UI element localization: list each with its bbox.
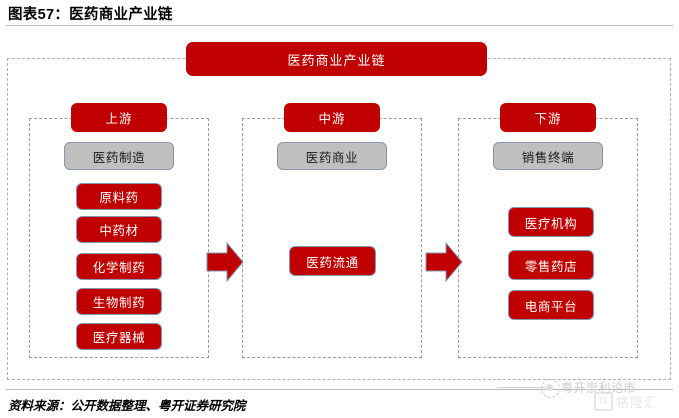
- node-medical-devices: 医疗器械: [76, 323, 162, 350]
- arrow-right-icon: [206, 241, 244, 283]
- node-sales-terminal: 销售终端: [493, 142, 603, 170]
- footer-divider: [6, 389, 673, 390]
- node-pharma-distribution: 医药流通: [289, 246, 376, 276]
- title-divider: [6, 25, 673, 26]
- node-medicine-manufacturing: 医药制造: [64, 142, 174, 170]
- column-header-upstream: 上游: [71, 103, 167, 132]
- node-medical-institutions: 医疗机构: [508, 207, 594, 237]
- watermark-logo: G 格隆汇: [594, 392, 658, 411]
- node-chinese-herbs: 中药材: [76, 216, 162, 243]
- node-biopharma: 生物制药: [76, 288, 162, 315]
- node-ecommerce-platform: 电商平台: [508, 290, 594, 320]
- node-chemical-pharma: 化学制药: [76, 253, 162, 280]
- diagram-banner: 医药商业产业链: [186, 42, 487, 76]
- node-retail-pharmacy: 零售药店: [508, 250, 594, 280]
- column-header-downstream: 下游: [500, 103, 596, 132]
- source-note: 资料来源：公开数据整理、粤开证券研究院: [8, 399, 246, 413]
- watermark-text: 粤开崇利论市: [561, 381, 637, 395]
- gelonghui-logo-icon: G: [594, 392, 613, 411]
- figure-title: 图表57：医药商业产业链: [8, 7, 173, 23]
- watermark-logo-text: 格隆汇: [616, 395, 659, 410]
- column-header-midstream: 中游: [284, 103, 380, 132]
- watermark-avatar-icon: [541, 379, 560, 398]
- node-medicine-commerce: 医药商业: [277, 142, 387, 170]
- arrow-right-icon: [425, 241, 463, 283]
- node-api: 原料药: [76, 183, 162, 210]
- watermark-rule: [497, 387, 545, 388]
